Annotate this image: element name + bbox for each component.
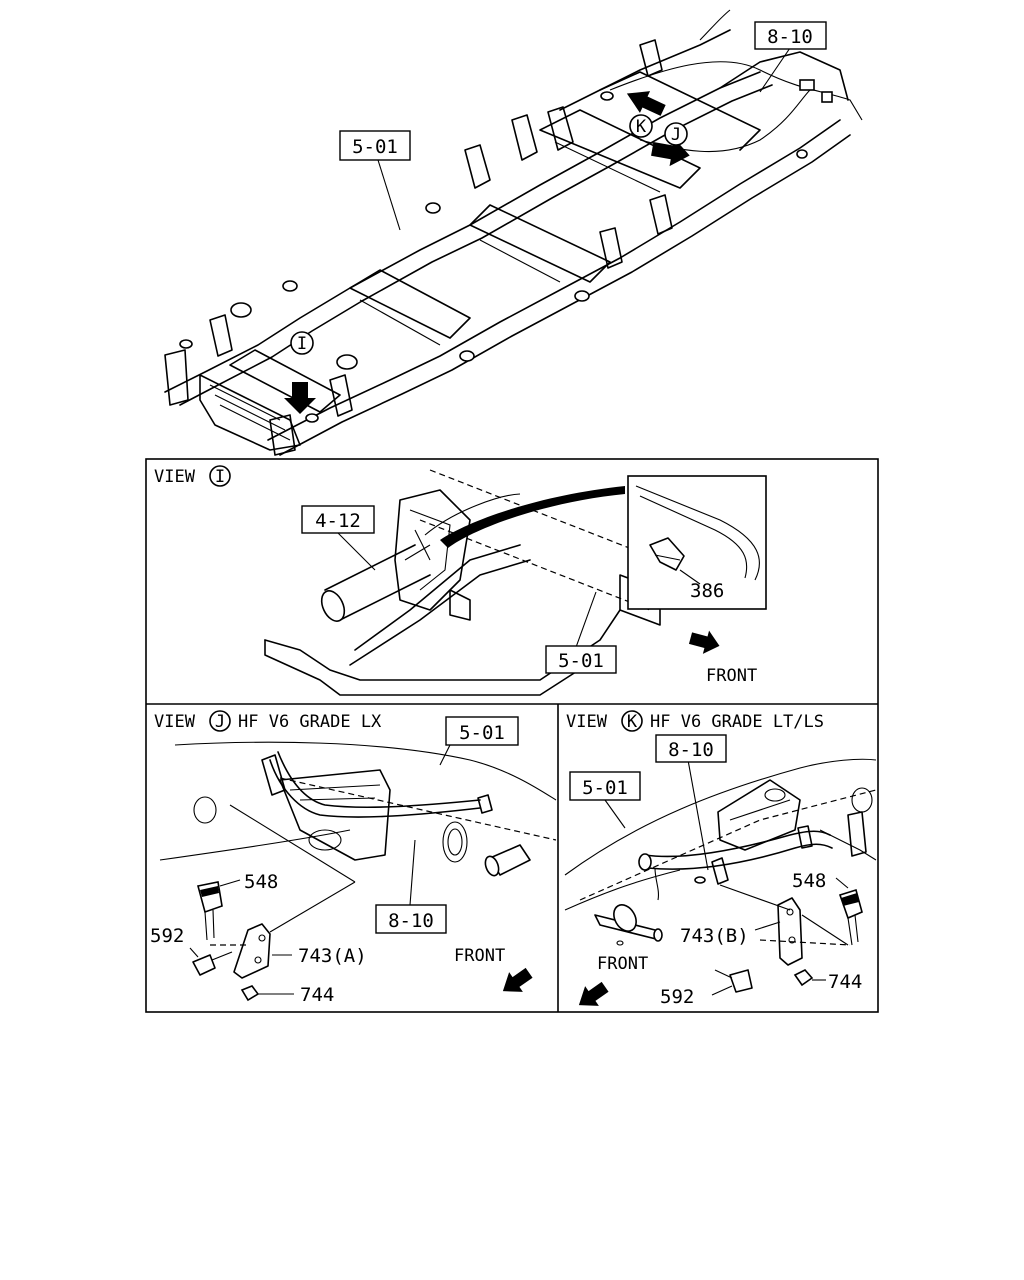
callout-frame-view-j: 5-01 [459, 722, 505, 744]
direction-front-view-k: FRONT [597, 954, 648, 974]
callout-harness-view-k: 8-10 [668, 739, 714, 761]
view-marker-i-top: I [297, 334, 307, 354]
view-k-marker: K [627, 712, 638, 732]
callout-nut-view-k: 744 [828, 971, 862, 993]
detail-views-frame [145, 458, 879, 1013]
callout-bolt-view-k: 592 [660, 986, 694, 1008]
callout-frame-top: 5-01 [352, 136, 398, 158]
view-j-title-prefix: VIEW [154, 712, 196, 732]
callout-box-frame-view-k [569, 771, 641, 801]
callout-box-frame-view-j [445, 716, 519, 746]
callout-bracket-view-j: 743(A) [298, 945, 367, 967]
callout-box-cable-view-i [301, 505, 375, 534]
view-marker-j-top: J [671, 125, 681, 145]
callout-box-harness-view-j [375, 904, 447, 934]
view-i-title-prefix: VIEW [154, 467, 196, 487]
view-i-panel: VIEW I [154, 465, 767, 696]
callout-clip-view-i: 386 [690, 580, 724, 602]
view-k-title-prefix: VIEW [566, 712, 608, 732]
chassis-frame-drawing: I K J [164, 9, 863, 456]
callout-box-frame-top [339, 130, 411, 161]
view-j-marker: J [215, 712, 225, 732]
callout-nut-view-j: 744 [300, 984, 334, 1006]
callout-switch-view-k: 548 [792, 870, 826, 892]
direction-front-view-i: FRONT [706, 666, 757, 686]
callout-harness-view-j: 8-10 [388, 910, 434, 932]
callout-switch-view-j: 548 [244, 871, 278, 893]
callout-box-harness-view-k [655, 734, 727, 763]
view-j-panel: VIEW J HF V6 GRADE LX [154, 710, 557, 1002]
view-j-title-suffix: HF V6 GRADE LX [238, 712, 382, 732]
view-k-panel: VIEW K HF V6 GRADE LT/LS [564, 710, 877, 1006]
callout-bolt-view-j: 592 [150, 925, 184, 947]
callout-harness-top: 8-10 [767, 26, 813, 48]
callout-frame-view-k: 5-01 [582, 777, 628, 799]
callout-frame-view-i: 5-01 [558, 650, 604, 672]
view-marker-k-top: K [636, 117, 647, 137]
view-k-title-suffix: HF V6 GRADE LT/LS [650, 712, 824, 732]
callout-box-frame-view-i [545, 645, 617, 674]
callout-bracket-view-k: 743(B) [680, 925, 749, 947]
callout-cable-view-i: 4-12 [315, 510, 361, 532]
direction-front-view-j: FRONT [454, 946, 505, 966]
callout-box-harness-top [754, 21, 827, 50]
view-i-marker: I [215, 467, 225, 487]
